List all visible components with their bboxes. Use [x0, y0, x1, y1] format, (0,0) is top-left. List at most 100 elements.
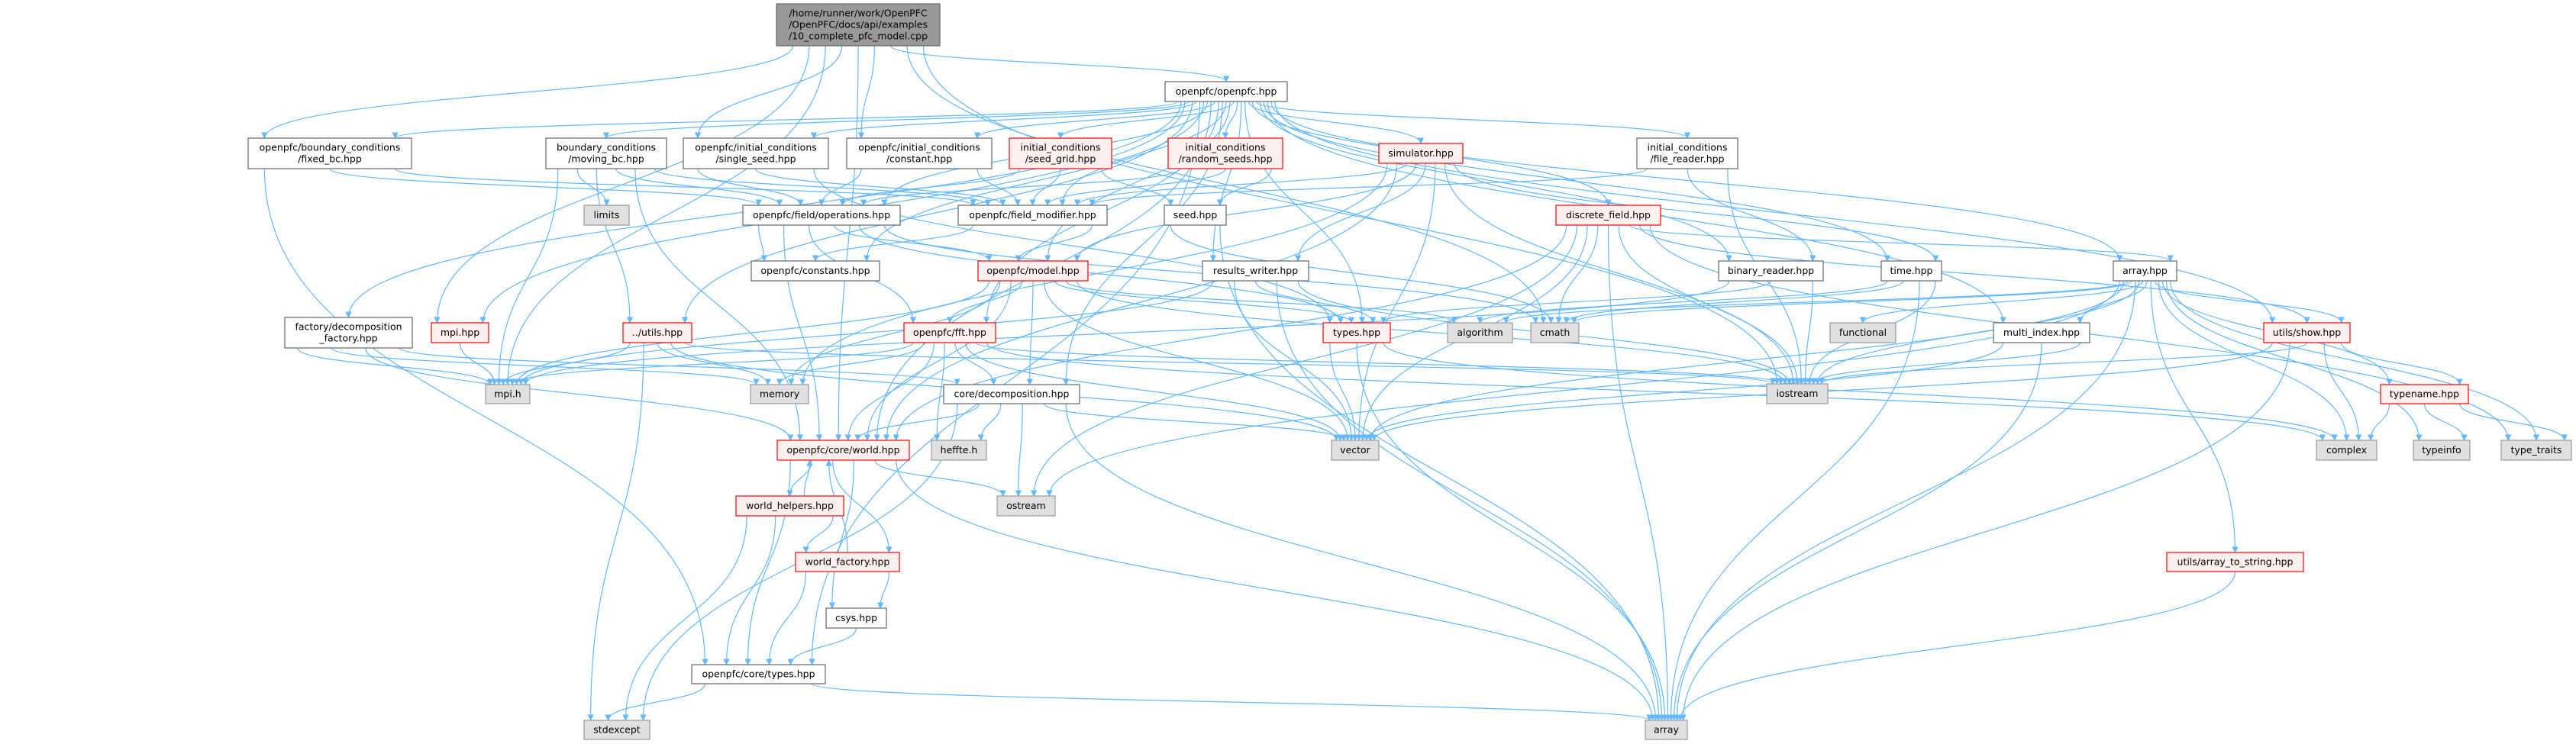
edge-factory-to-world — [365, 347, 794, 441]
node-algorithm[interactable]: algorithm — [1447, 322, 1513, 343]
edge-fft-to-decomposition — [954, 342, 997, 385]
edge-time-to-algorithm — [1477, 280, 1888, 324]
node-world-helpers[interactable]: world_helpers.hpp — [735, 495, 844, 517]
edge-world-to-world_helpers — [786, 459, 812, 497]
node-label: array — [1654, 724, 1679, 736]
node-csys[interactable]: csys.hpp — [825, 607, 887, 629]
node-heffte[interactable]: heffte.h — [931, 440, 987, 461]
edge-utils_show-to-typename — [2341, 342, 2463, 385]
node-memory[interactable]: memory — [750, 384, 809, 404]
node-simulator[interactable]: simulator.hpp — [1378, 143, 1464, 164]
node-functional[interactable]: functional — [1829, 322, 1896, 343]
node-moving-bc[interactable]: boundary_conditions/moving_bc.hpp — [545, 137, 667, 169]
edge-array_hpp-to-complex — [2158, 280, 2350, 441]
edge-array_hpp-to-vector — [1367, 280, 2125, 441]
node-single-seed[interactable]: openpfc/initial_conditions/single_seed.h… — [683, 137, 829, 169]
node-ostream[interactable]: ostream — [996, 495, 1056, 517]
node-constant[interactable]: openpfc/initial_conditions/constant.hpp — [846, 137, 993, 169]
node-label: heffte.h — [941, 444, 978, 456]
edge-moving_bc-to-mpi_h — [496, 168, 559, 385]
node-results-writer[interactable]: results_writer.hpp — [1202, 260, 1309, 282]
node-typename[interactable]: typename.hpp — [2380, 384, 2469, 404]
edge-openpfc-to-random_seeds — [1222, 101, 1238, 139]
edge-array_hpp-to-functional — [1859, 280, 2144, 324]
node-label: utils/array_to_string.hpp — [2177, 556, 2294, 568]
edge-openpfc-to-model — [1044, 101, 1231, 262]
node-array[interactable]: array — [1645, 720, 1688, 740]
node-label: type_traits — [2511, 444, 2562, 456]
node-array-to-string[interactable]: utils/array_to_string.hpp — [2166, 552, 2304, 572]
edge-simulator-to-results_writer — [1294, 163, 1426, 262]
edge-fixed_bc-to-field_modifier — [395, 168, 976, 206]
node-decomposition[interactable]: core/decomposition.hpp — [943, 384, 1080, 404]
node-stdexcept[interactable]: stdexcept — [583, 720, 650, 740]
edge-field_modifier-to-model — [1015, 224, 1093, 262]
node-complex[interactable]: complex — [2316, 440, 2377, 461]
edge-main-to-single_seed — [694, 45, 843, 139]
node-types[interactable]: types.hpp — [1322, 322, 1391, 343]
node-model[interactable]: openpfc/model.hpp — [977, 260, 1089, 282]
edge-typename-to-type_traits — [2458, 403, 2568, 441]
node-multi-index[interactable]: multi_index.hpp — [1993, 322, 2090, 343]
node-box — [1164, 81, 1288, 102]
node-box — [583, 205, 630, 226]
node-fft[interactable]: openpfc/fft.hpp — [903, 322, 996, 343]
node-box — [1164, 205, 1227, 226]
edge-core_types-to-array — [811, 683, 1653, 721]
node-array-hpp[interactable]: array.hpp — [2113, 260, 2177, 282]
node-fixed-bc[interactable]: openpfc/boundary_conditions/fixed_bc.hpp — [247, 137, 412, 169]
node-box — [1447, 322, 1513, 343]
node-seed[interactable]: seed.hpp — [1164, 205, 1227, 226]
node-box — [1009, 137, 1112, 169]
node-mpi-h[interactable]: mpi.h — [485, 384, 531, 404]
node-label: types.hpp — [1333, 327, 1380, 338]
node-label: /10_complete_pfc_model.cpp — [789, 31, 928, 42]
node-openpfc[interactable]: openpfc/openpfc.hpp — [1164, 81, 1288, 102]
node-core-types[interactable]: openpfc/core/types.hpp — [691, 664, 826, 684]
node-utils[interactable]: ../utils.hpp — [622, 322, 692, 343]
node-typeinfo[interactable]: typeinfo — [2413, 440, 2471, 461]
edge-fft-to-complex — [986, 342, 2326, 441]
node-operations[interactable]: openpfc/field/operations.hpp — [742, 205, 901, 226]
node-factory[interactable]: factory/decomposition_factory.hpp — [284, 317, 413, 349]
node-box — [903, 322, 996, 343]
edge-moving_bc-to-limits — [576, 168, 610, 206]
node-discrete-field[interactable]: discrete_field.hpp — [1555, 205, 1661, 226]
node-box — [284, 317, 413, 349]
node-random-seeds[interactable]: initial_conditions/random_seeds.hpp — [1167, 137, 1283, 169]
node-box — [1636, 137, 1738, 169]
node-world[interactable]: openpfc/core/world.hpp — [776, 440, 910, 461]
node-label: csys.hpp — [835, 612, 877, 623]
node-label: array.hpp — [2122, 265, 2168, 276]
node-time[interactable]: time.hpp — [1880, 260, 1942, 282]
node-label: seed.hpp — [1173, 209, 1218, 221]
edge-discrete_field-to-world — [893, 224, 1567, 441]
node-box — [1718, 260, 1824, 282]
node-main[interactable]: /home/runner/work/OpenPFC/OpenPFC/docs/a… — [776, 3, 941, 47]
node-seed-grid[interactable]: initial_conditions/seed_grid.hpp — [1009, 137, 1112, 169]
node-type-traits[interactable]: type_traits — [2500, 440, 2572, 461]
node-field-modifier[interactable]: openpfc/field_modifier.hpp — [957, 205, 1108, 226]
edge-seed-to-array — [1219, 224, 1662, 721]
edge-model-to-iostream — [1077, 280, 1789, 385]
node-constants[interactable]: openpfc/constants.hpp — [751, 260, 880, 282]
node-label: /file_reader.hpp — [1650, 153, 1724, 165]
node-world-factory[interactable]: world_factory.hpp — [795, 552, 900, 572]
node-box — [2316, 440, 2377, 461]
node-vector[interactable]: vector — [1331, 440, 1380, 461]
edge-binary_reader-to-types — [1380, 280, 1772, 324]
node-file-reader[interactable]: initial_conditions/file_reader.hpp — [1636, 137, 1738, 169]
node-label: core/decomposition.hpp — [954, 388, 1070, 400]
node-cmath[interactable]: cmath — [1530, 322, 1580, 343]
node-mpi-hpp[interactable]: mpi.hpp — [431, 322, 489, 343]
node-limits[interactable]: limits — [583, 205, 630, 226]
edge-mpi_hpp-to-mpi_h — [459, 342, 498, 385]
node-binary-reader[interactable]: binary_reader.hpp — [1718, 260, 1824, 282]
node-utils-show[interactable]: utils/show.hpp — [2263, 322, 2351, 343]
edge-utils-to-iostream — [684, 342, 1776, 385]
node-iostream[interactable]: iostream — [1766, 383, 1829, 404]
edge-simulator-to-vector — [1355, 163, 1436, 441]
node-label: ../utils.hpp — [632, 327, 683, 338]
edge-model-to-types — [1054, 280, 1355, 324]
